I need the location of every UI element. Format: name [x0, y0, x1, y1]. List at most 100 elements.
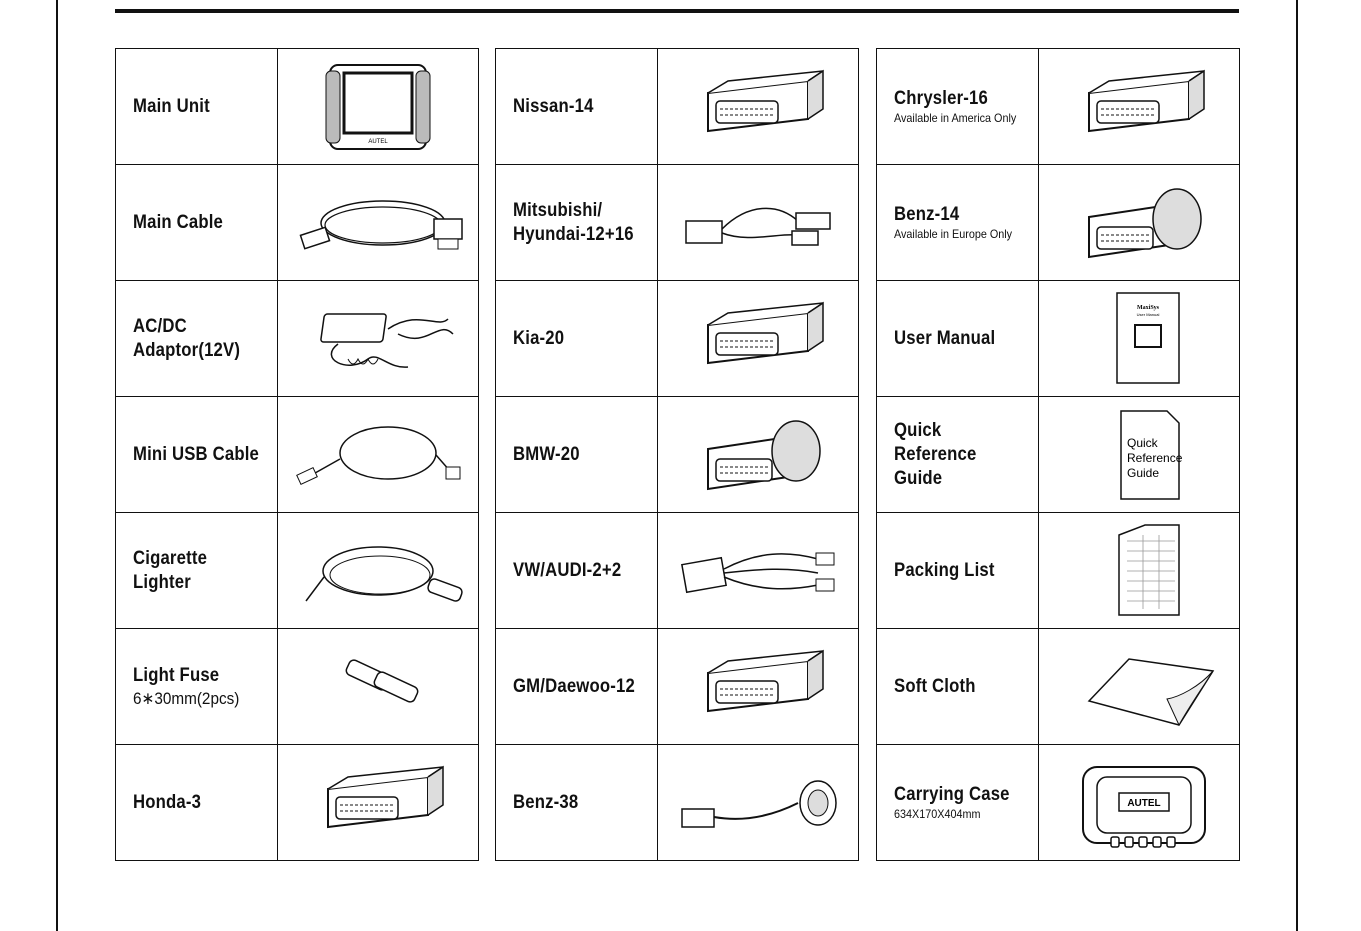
package-item: Carrying Case 634X170X404mm AUTEL: [877, 744, 1239, 860]
item-name: Soft Cloth: [894, 675, 976, 697]
obd-connector-icon: [288, 753, 468, 853]
right-margin-line: [1296, 0, 1298, 931]
package-item: VW/AUDI-2+2: [496, 512, 858, 628]
cloth-icon: [1049, 637, 1229, 737]
svg-text:User Manual: User Manual: [1137, 312, 1160, 317]
item-name: Packing List: [894, 559, 995, 581]
item-name: Nissan-14: [513, 95, 594, 117]
package-item: BMW-20: [496, 396, 858, 512]
item-name: Honda-3: [133, 791, 202, 813]
item-name: Quick Reference Guide: [894, 419, 977, 489]
item-label-cell: Kia-20: [496, 281, 658, 396]
item-image-cell: AUTEL: [1039, 745, 1239, 860]
tablet-icon: AUTEL: [288, 57, 468, 157]
item-image-cell: [658, 629, 858, 744]
item-image-cell: [278, 281, 478, 396]
item-label-cell: Packing List: [877, 513, 1039, 628]
item-label-cell: Benz-38: [496, 745, 658, 860]
package-item: User Manual MaxiSys User Manual: [877, 280, 1239, 396]
item-name: User Manual: [894, 327, 996, 349]
svg-text:AUTEL: AUTEL: [1127, 798, 1160, 809]
package-item: Soft Cloth: [877, 628, 1239, 744]
item-image-cell: [278, 629, 478, 744]
svg-text:AUTEL: AUTEL: [368, 139, 388, 145]
item-name: Kia-20: [513, 327, 565, 349]
item-image-cell: [658, 165, 858, 280]
item-image-cell: [658, 745, 858, 860]
item-name: Main Cable: [133, 211, 224, 233]
item-name: BMW-20: [513, 443, 580, 465]
package-item: Main Cable: [116, 164, 478, 280]
fuse-icon: [288, 637, 468, 737]
item-image-cell: [278, 397, 478, 512]
item-label-cell: Nissan-14: [496, 49, 658, 164]
item-name: Benz-38: [513, 791, 579, 813]
item-image-cell: [1039, 629, 1239, 744]
item-name: Carrying Case: [894, 784, 1010, 805]
item-image-cell: [278, 513, 478, 628]
item-image-cell: [1039, 49, 1239, 164]
item-label-cell: Honda-3: [116, 745, 278, 860]
item-image-cell: [278, 745, 478, 860]
manual-icon: MaxiSys User Manual: [1049, 289, 1229, 389]
item-label-cell: Mitsubishi/ Hyundai-12+16: [496, 165, 658, 280]
item-note: 6∗30mm(2pcs): [133, 688, 240, 708]
item-name: Chrysler-16: [894, 88, 988, 109]
item-label-cell: VW/AUDI-2+2: [496, 513, 658, 628]
package-item: Kia-20: [496, 280, 858, 396]
round-plug-cable-icon: [668, 753, 848, 853]
power-adapter-icon: [288, 289, 468, 389]
package-column-1: Main Unit AUTEL Main Cable AC/DC Adaptor(…: [115, 48, 479, 861]
item-name: AC/DC Adaptor(12V): [133, 315, 241, 361]
item-label-cell: Carrying Case 634X170X404mm: [877, 745, 1039, 860]
obd-connector-icon: [668, 289, 848, 389]
item-image-cell: [1039, 165, 1239, 280]
package-item: Benz-38: [496, 744, 858, 860]
item-name: Mini USB Cable: [133, 443, 260, 465]
split-cable-icon: [668, 521, 848, 621]
obd-connector-icon: [668, 637, 848, 737]
package-item: Cigarette Lighter: [116, 512, 478, 628]
item-image-cell: AUTEL: [278, 49, 478, 164]
item-name: Cigarette Lighter: [133, 547, 208, 593]
carrying-case-icon: AUTEL: [1049, 753, 1229, 853]
package-item: Mini USB Cable: [116, 396, 478, 512]
package-item: Main Unit AUTEL: [116, 49, 478, 164]
item-name: Light Fuse: [133, 664, 220, 686]
item-label-cell: Main Cable: [116, 165, 278, 280]
item-image-cell: [1039, 513, 1239, 628]
obd-connector-icon: [1049, 57, 1229, 157]
item-image-cell: [658, 281, 858, 396]
package-item: GM/Daewoo-12: [496, 628, 858, 744]
item-name: Benz-14: [894, 204, 960, 225]
package-item: Mitsubishi/ Hyundai-12+16: [496, 164, 858, 280]
item-label-cell: AC/DC Adaptor(12V): [116, 281, 278, 396]
item-name: Main Unit: [133, 95, 210, 117]
item-image-cell: [658, 49, 858, 164]
item-image-cell: [658, 513, 858, 628]
round-connector-icon: [668, 405, 848, 505]
package-column-2: Nissan-14 Mitsubishi/ Hyundai-12+16 Kia-…: [495, 48, 859, 861]
packing-list-icon: [1049, 521, 1229, 621]
item-label-cell: GM/Daewoo-12: [496, 629, 658, 744]
package-item: AC/DC Adaptor(12V): [116, 280, 478, 396]
item-note: 634X170X404mm: [894, 807, 981, 821]
item-label-cell: Quick Reference Guide: [877, 397, 1039, 512]
package-item: Nissan-14: [496, 49, 858, 164]
svg-text:MaxiSys: MaxiSys: [1137, 305, 1160, 311]
item-label-cell: Mini USB Cable: [116, 397, 278, 512]
item-name: Mitsubishi/ Hyundai-12+16: [513, 199, 634, 245]
usb-cable-icon: [288, 405, 468, 505]
item-name: VW/AUDI-2+2: [513, 559, 622, 581]
item-label-cell: Cigarette Lighter: [116, 513, 278, 628]
item-image-cell: [278, 165, 478, 280]
